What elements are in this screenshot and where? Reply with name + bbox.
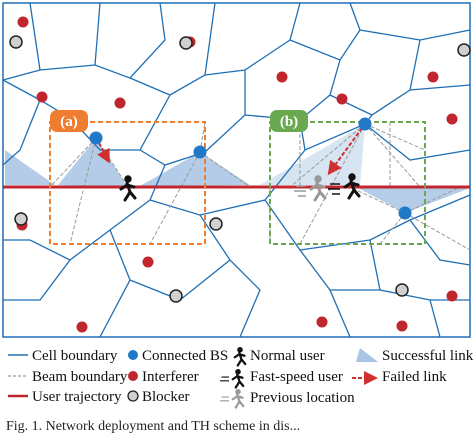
legend: Cell boundary Beam boundary User traject… [8, 346, 474, 409]
cell-edge-25 [3, 239, 71, 261]
legend-previous-location: Previous location [250, 390, 355, 406]
blocker-icon [209, 217, 223, 231]
legend-normal-user: Normal user [250, 348, 325, 364]
interferer-icon [36, 91, 48, 103]
connected-base-stations [89, 117, 412, 220]
cell-edge-14 [2, 99, 41, 166]
legend-fast-user-icon [220, 368, 245, 389]
previous-location-icon [294, 174, 327, 202]
legend-interferer: Interferer [142, 369, 199, 385]
legend-normal-user-icon [233, 346, 247, 367]
fast-user-icon [328, 172, 361, 200]
interferer-icon [276, 71, 288, 83]
cell-edge-3 [129, 2, 216, 96]
interferer-icon [142, 256, 154, 268]
connected-bs-icon [128, 350, 138, 360]
legend-connected-bs: Connected BS [142, 348, 228, 364]
cell-edge-24 [429, 299, 441, 338]
failed-link-a [97, 142, 110, 164]
legend-cell-boundary: Cell boundary [32, 348, 118, 364]
interferer-icon [316, 316, 328, 328]
beam-edge-9 [364, 123, 426, 151]
blocker-icon [457, 43, 471, 57]
legend-blocker: Blocker [142, 389, 189, 405]
legend-previous-location-icon [220, 388, 245, 409]
beam-a-right [140, 152, 250, 186]
interferer-icon [114, 97, 126, 109]
beam-b-bottom [358, 188, 470, 213]
beam-edge-10 [349, 186, 406, 214]
legend-fast-user: Fast-speed user [250, 369, 343, 385]
beam-edge-2 [69, 137, 97, 245]
cell-edge-2 [94, 2, 101, 66]
failed-link-b [327, 127, 363, 176]
beam-edge-3 [199, 151, 251, 188]
cell-edge-8 [359, 29, 421, 41]
beam-edge-6 [289, 123, 366, 188]
legend-user-trajectory: User trajectory [32, 389, 122, 405]
panel-b-box [269, 121, 426, 245]
interferer-icon [128, 371, 138, 381]
connected-bs-icon [193, 145, 207, 159]
beam-edge-7 [364, 123, 421, 188]
legend-beam-boundary: Beam boundary [32, 369, 128, 385]
cell-edge-5 [289, 2, 361, 61]
beam-left-edge [5, 150, 55, 185]
figure-caption: Fig. 1. Network deployment and TH scheme… [6, 419, 300, 434]
cell-edge-9 [2, 79, 171, 151]
blocker-icon [179, 36, 193, 50]
beam-edge-13 [404, 212, 471, 251]
beam-a-main [58, 138, 128, 188]
blocker-icon [14, 212, 28, 226]
cell-edge-0 [2, 2, 166, 81]
panel-a-label: (a) [60, 114, 78, 130]
cell-edge-19 [264, 199, 351, 338]
cell-edge-21 [409, 194, 471, 221]
connected-bs-icon [358, 117, 372, 131]
cell-edge-1 [29, 2, 41, 71]
successful-link-icon [356, 348, 378, 362]
interferer-icon [446, 113, 458, 125]
beam-edge-4 [149, 151, 201, 245]
legend-failed-link: Failed link [382, 369, 447, 385]
panel-b-label: (b) [280, 114, 298, 130]
blocker-icon [127, 390, 139, 402]
cell-edge-13 [364, 123, 471, 161]
interferer-icon [336, 93, 348, 105]
panel-b-badge: (b) [270, 110, 308, 132]
interferer-icon [76, 321, 88, 333]
blockers [9, 35, 471, 303]
connected-bs-icon [89, 131, 103, 145]
blocker-icon [9, 35, 23, 49]
cell-edge-4 [204, 2, 301, 76]
beam-edge-0 [49, 137, 97, 188]
interferer-icon [396, 320, 408, 332]
interferer-icon [427, 71, 439, 83]
panel-a-badge: (a) [50, 110, 88, 132]
interferer-icon [17, 16, 29, 28]
connected-bs-icon [398, 206, 412, 220]
beam-edge-12 [379, 212, 406, 245]
beam-edge-11 [404, 186, 461, 214]
interferer-icon [446, 290, 458, 302]
legend-successful-link: Successful link [382, 348, 474, 364]
blocker-icon [395, 283, 409, 297]
blocker-icon [169, 289, 183, 303]
panel-a-box [49, 121, 206, 245]
